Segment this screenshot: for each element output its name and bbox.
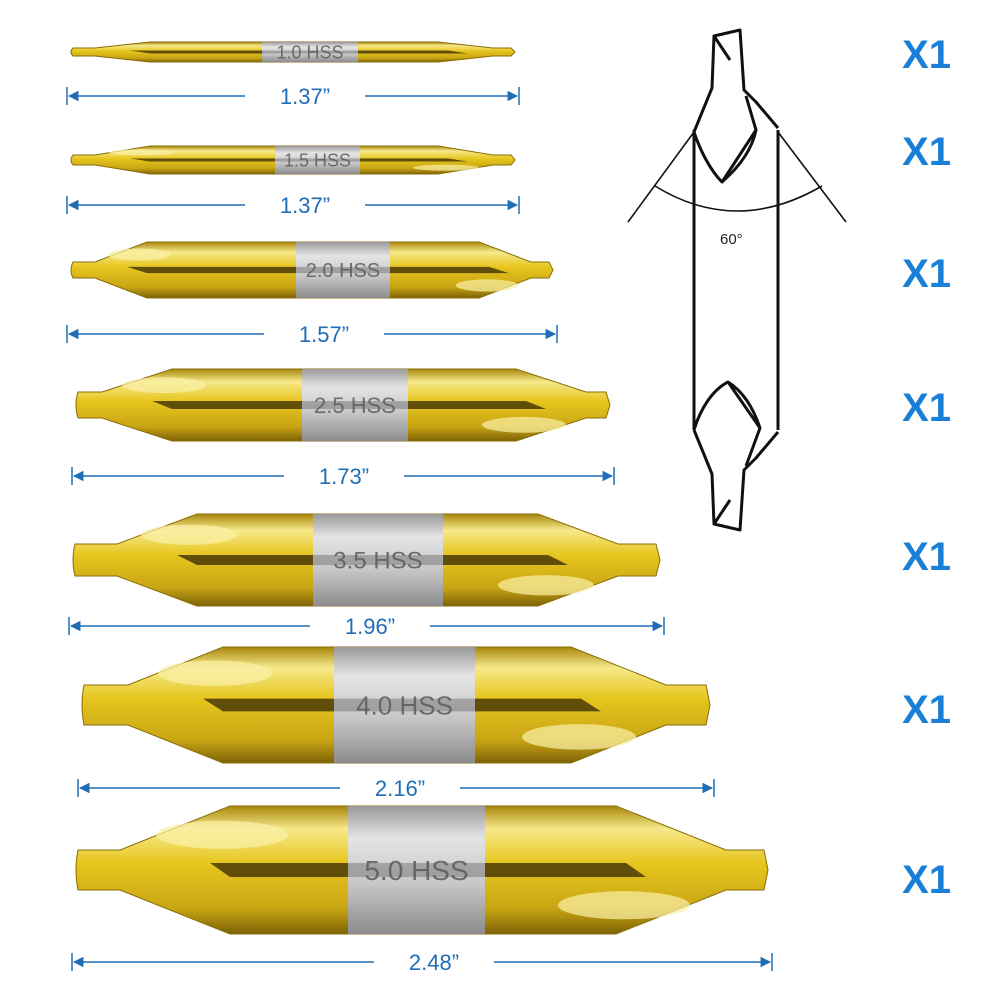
drill-bit: 3.5 HSS [72, 513, 661, 607]
diagram-bottom-flute-edge [712, 381, 762, 525]
drill-bit-band [313, 514, 443, 606]
quantity-label: X1 [902, 535, 951, 579]
length-label: 2.16” [375, 776, 425, 801]
quantity-label: X1 [902, 252, 951, 296]
quantity-label: X1 [902, 858, 951, 902]
length-dimension: 1.96” [68, 614, 665, 639]
drill-bit-flute-highlight [122, 377, 206, 394]
drill-bit-band [302, 369, 408, 441]
quantity-label: X1 [902, 130, 951, 174]
drill-bit-band-stripe [262, 50, 358, 54]
drill-bits: 1.0 HSS 1.5 HSS 2.0 HSS 2.5 HSS 3.5 HSS 4.0 H… [70, 41, 769, 935]
diagram-angle-arc [654, 185, 823, 212]
length-dimension: 1.57” [66, 322, 558, 347]
drill-bit-size-label: 1.0 HSS [276, 42, 343, 62]
length-label: 1.73” [319, 464, 369, 489]
drill-bit: 1.0 HSS [70, 41, 516, 63]
drill-bit-flute-highlight [558, 891, 690, 920]
drill-bit-band [275, 146, 360, 174]
drill-bit-size-label: 5.0 HSS [364, 855, 468, 886]
diagram-angle-line-left [627, 131, 695, 223]
length-dimension: 1.37” [66, 84, 520, 109]
center-drill-diagram [627, 28, 847, 532]
drill-bit-flute-highlight [498, 575, 594, 596]
diagram-top-flute-edge [712, 35, 758, 183]
drill-bit-flute-highlight [482, 416, 566, 433]
length-dimension: 2.48” [71, 950, 773, 975]
drill-bit-size-label: 3.5 HSS [333, 548, 422, 575]
drill-bit-flute-highlight [109, 149, 175, 156]
drill-bit-band [296, 242, 390, 298]
drill-bit-flute-highlight [413, 164, 479, 171]
diagram-angle-line-right [777, 131, 847, 223]
drill-bit-flute-highlight [158, 660, 272, 686]
drill-bit-flute-highlight [156, 820, 288, 849]
drill-bit-band-stripe [275, 158, 360, 162]
drill-bit-flute-highlight [522, 724, 636, 750]
drill-bit: 2.5 HSS [75, 368, 611, 442]
drill-bit-band-stripe [334, 698, 475, 712]
quantity-label: X1 [902, 386, 951, 430]
drill-bit-flute-highlight [141, 524, 237, 545]
length-dimension: 2.16” [77, 776, 715, 801]
drill-bit-flute-highlight [107, 248, 171, 261]
drill-bit-band-stripe [348, 862, 485, 878]
length-dimension: 1.37” [66, 193, 520, 218]
drill-bit: 5.0 HSS [75, 805, 769, 935]
length-label: 1.57” [299, 322, 349, 347]
drill-bit-size-label: 2.5 HSS [314, 393, 396, 418]
diagram-top-tip [692, 28, 780, 133]
diagram-angle-label: 60° [720, 231, 743, 248]
length-dimensions: 1.37” 1.37” 1.57” 1.73” 1.96” 2.16” 2.48” [66, 84, 773, 975]
drill-bit-band [348, 806, 485, 934]
length-label: 1.37” [280, 193, 330, 218]
drill-bit-band-stripe [302, 401, 408, 409]
drill-bit: 2.0 HSS [70, 241, 554, 299]
length-dimension: 1.73” [71, 464, 615, 489]
drill-bit-size-label: 2.0 HSS [306, 260, 380, 282]
diagram-bottom-tip [692, 429, 780, 532]
drill-bit-size-label: 4.0 HSS [356, 690, 453, 720]
quantity-label: X1 [902, 33, 951, 77]
quantity-label: X1 [902, 688, 951, 732]
length-label: 2.48” [409, 950, 459, 975]
diagram-body-outline [692, 130, 780, 430]
drill-bit-band [262, 42, 358, 62]
drill-bit-size-label: 1.5 HSS [284, 150, 351, 170]
drill-bit-band-stripe [313, 554, 443, 566]
drill-bit: 4.0 HSS [81, 646, 711, 764]
drill-bit-band [334, 647, 475, 763]
drill-bit-band-stripe [296, 266, 390, 274]
length-label: 1.96” [345, 614, 395, 639]
drill-bit-flute-highlight [455, 279, 519, 292]
length-label: 1.37” [280, 84, 330, 109]
drill-bit: 1.5 HSS [70, 145, 516, 175]
